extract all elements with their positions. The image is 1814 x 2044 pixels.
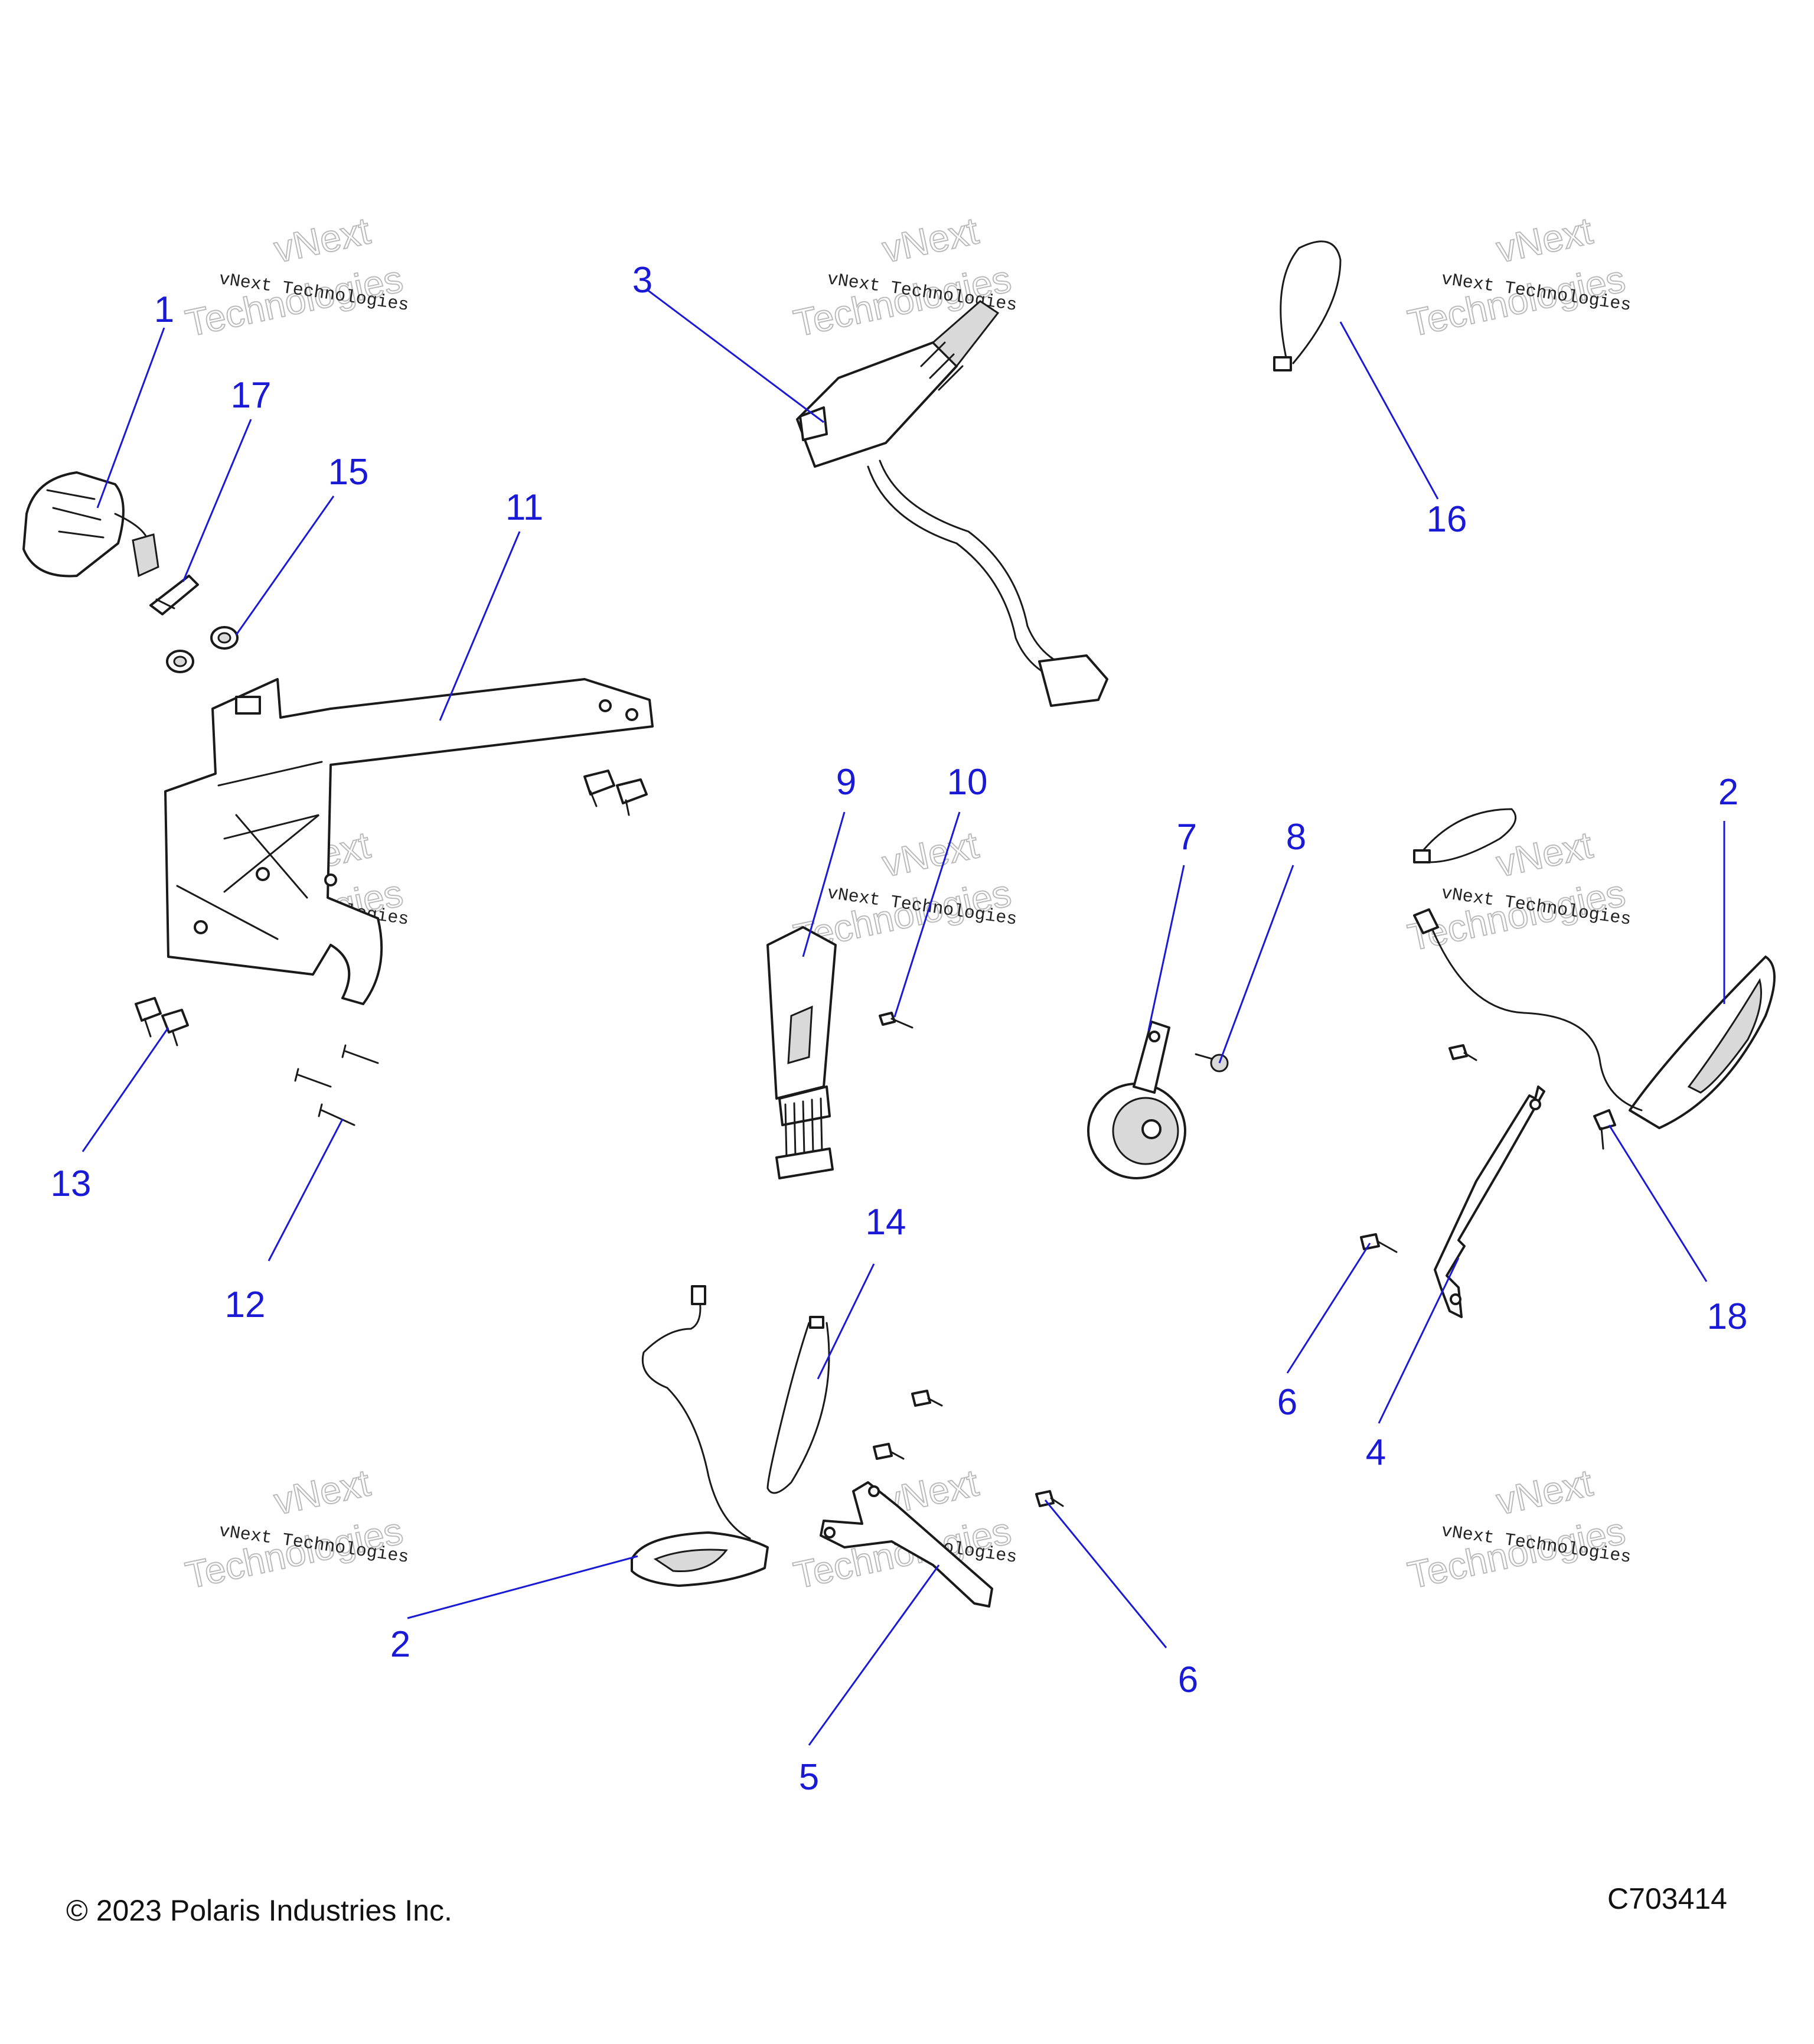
- part-18-screw: [1593, 1109, 1616, 1150]
- callout-16: 16: [1427, 499, 1467, 540]
- part-11-bracket: [164, 678, 654, 1005]
- callout-5: 5: [799, 1757, 819, 1798]
- part-10-screw: [879, 1012, 913, 1029]
- part-6-screw-right: [1360, 1233, 1398, 1253]
- watermark-bottom-left: vNext Technologies vNext Technologies: [181, 1461, 410, 1597]
- part-5-bracket: [820, 1481, 993, 1608]
- callout-1: 1: [154, 289, 174, 330]
- part-2-turn-signal-right: [1413, 908, 1776, 1129]
- callout-6-bottom: 6: [1178, 1660, 1198, 1700]
- svg-text:vNext: vNext: [270, 1461, 374, 1523]
- part-9-module: [766, 926, 837, 1179]
- callout-18: 18: [1707, 1296, 1748, 1337]
- part-7-horn: [1087, 1021, 1186, 1179]
- part-2-turn-signal-left: [631, 1285, 769, 1587]
- callout-10: 10: [947, 762, 988, 803]
- callout-3: 3: [632, 260, 652, 301]
- callout-11: 11: [505, 487, 543, 528]
- callout-2-right: 2: [1718, 772, 1738, 813]
- part-8-screw: [1195, 1053, 1229, 1072]
- callout-6-right: 6: [1277, 1382, 1297, 1423]
- part-13-bolts: [135, 997, 189, 1047]
- part-16-cable-tie: [1273, 240, 1342, 371]
- signal-screw-right: [1448, 1044, 1477, 1061]
- callout-15: 15: [328, 452, 369, 493]
- callout-9: 9: [836, 762, 856, 803]
- svg-text:vNext: vNext: [270, 209, 374, 270]
- part-1-tail-light: [22, 471, 159, 578]
- figure-id: C703414: [1607, 1882, 1727, 1915]
- watermark-bottom-right: vNext Technologies vNext Technologies: [1404, 1461, 1632, 1597]
- watermark-mid-right: vNext Technologies vNext Technologies: [1404, 823, 1632, 959]
- part-2-cable-tie: [1413, 808, 1517, 863]
- callout-7: 7: [1177, 817, 1197, 858]
- svg-text:vNext: vNext: [879, 209, 982, 270]
- part-15-grommets: [166, 626, 239, 673]
- leader-lines: [81, 288, 1725, 1746]
- part-12-screws: [294, 1044, 379, 1126]
- part-6-screw-bottom: [1035, 1490, 1064, 1507]
- callout-17: 17: [231, 375, 272, 416]
- part-14-cable-tie: [766, 1316, 830, 1494]
- callout-14: 14: [866, 1202, 906, 1243]
- part-4-bracket: [1434, 1085, 1545, 1318]
- svg-text:vNext: vNext: [879, 823, 982, 885]
- center-bottom-screws: [873, 1390, 943, 1460]
- svg-text:vNext: vNext: [1493, 209, 1596, 270]
- watermark-top-left: vNext Technologies vNext Technologies: [181, 208, 410, 345]
- copyright-notice: © 2023 Polaris Industries Inc.: [66, 1894, 452, 1927]
- callout-8: 8: [1286, 817, 1306, 858]
- part-3-switch: [796, 300, 1108, 707]
- watermark-top-right: vNext Technologies vNext Technologies: [1404, 208, 1632, 345]
- callout-13: 13: [51, 1163, 92, 1204]
- part-17-clip: [149, 575, 199, 615]
- callout-4: 4: [1366, 1432, 1386, 1473]
- svg-text:vNext: vNext: [1493, 1461, 1596, 1523]
- callout-2-left: 2: [390, 1624, 410, 1665]
- callout-12: 12: [225, 1285, 266, 1325]
- callouts: 1 17 15 11 3 16 9 10 7 8 2 13 12 14 18 6…: [51, 260, 1748, 1798]
- bracket-bolts: [583, 770, 648, 816]
